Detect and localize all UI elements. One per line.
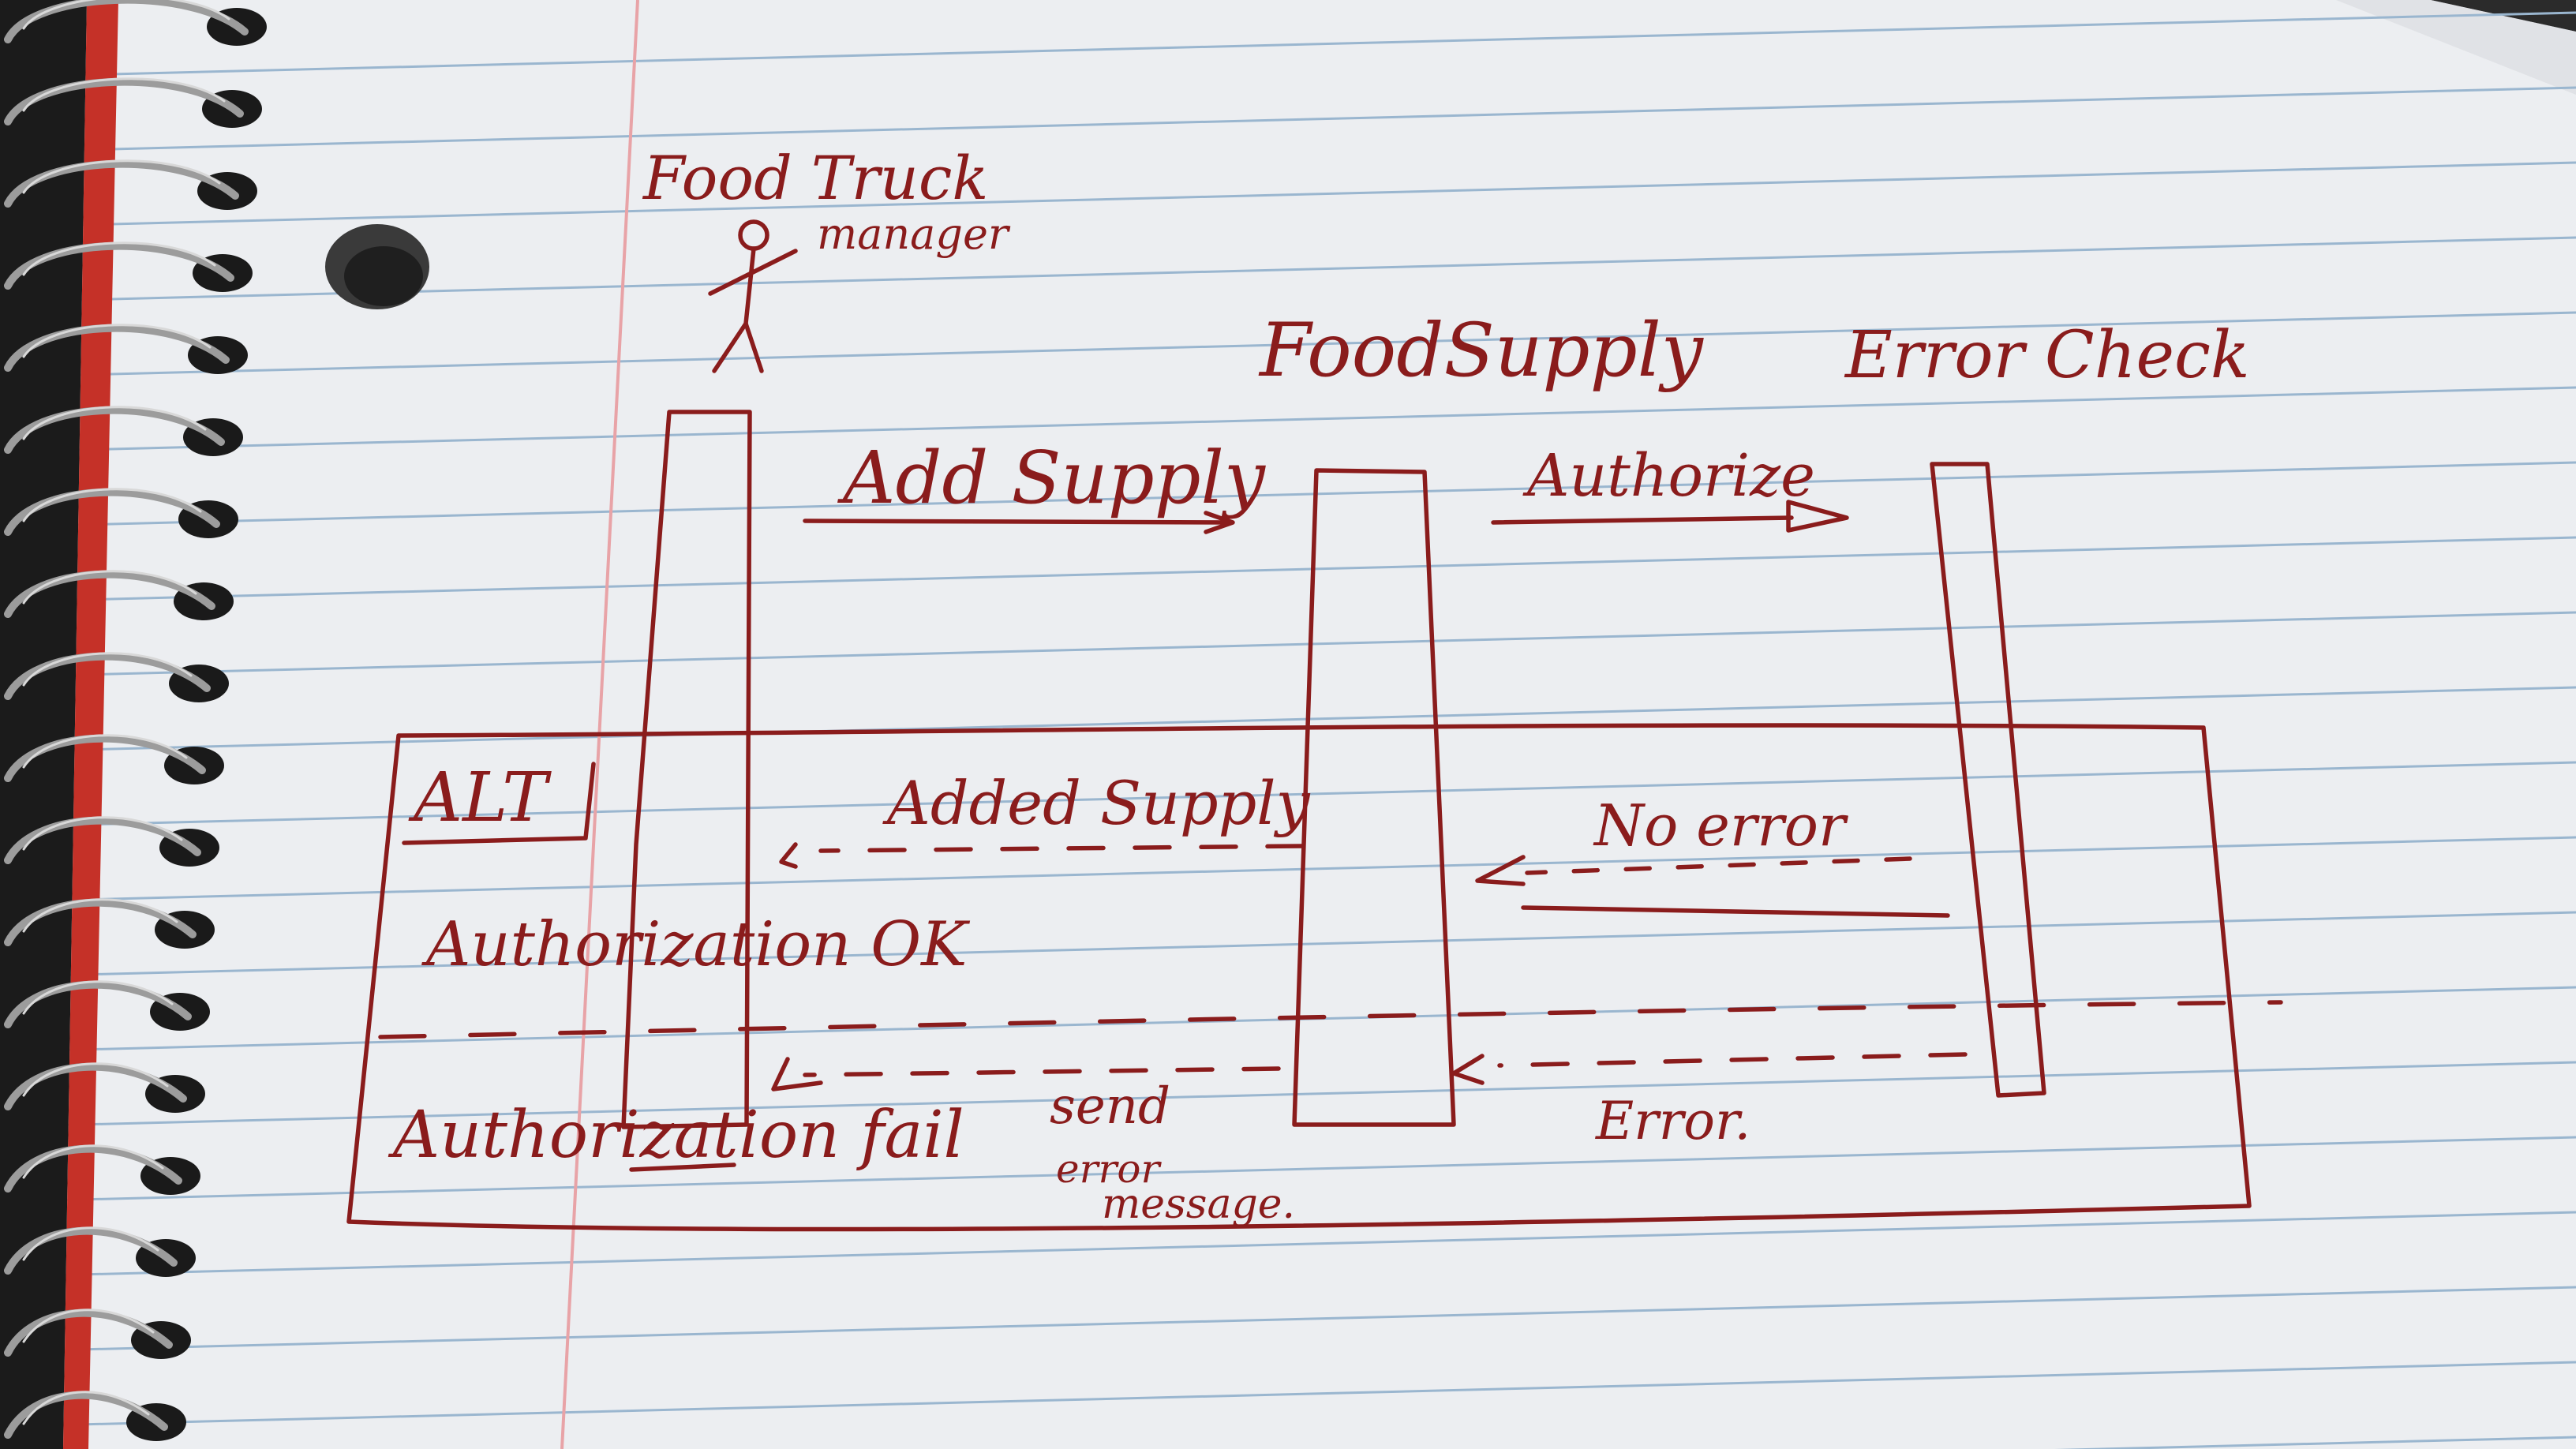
ruled-line [47, 761, 2576, 827]
arrow-no-error-head [1475, 855, 1526, 886]
ruled-line [47, 686, 2576, 752]
spiral-ring [4, 324, 248, 374]
message-add-supply: Add Supply [843, 436, 1265, 520]
message-no-error: No error [1594, 792, 1846, 859]
spiral-ring [4, 77, 262, 128]
arrow-added-supply-head [779, 842, 798, 869]
activation-bar-manager [621, 410, 752, 1129]
spiral-ring [4, 570, 234, 620]
lifeline-foodsupply-label: FoodSupply [1260, 308, 1703, 394]
arrow-authorize-head [1786, 500, 1849, 533]
binding-red-edge [63, 0, 118, 1449]
spiral-ring [4, 406, 243, 456]
ruled-line [47, 836, 2576, 902]
ruled-line [47, 461, 2576, 527]
lifeline-errorcheck-label: Error Check [1845, 318, 2250, 393]
arrow-add-supply [803, 519, 1234, 525]
guard-authorization-ok: Authorization OK [426, 909, 968, 980]
paper-sheet [32, 0, 2576, 1449]
arrow-added-supply [818, 844, 1305, 853]
spiral-ring [4, 898, 215, 949]
spiral-ring [4, 0, 267, 46]
spiral-ring [4, 816, 219, 867]
ruled-line [47, 311, 2576, 377]
note-send: send [1050, 1077, 1170, 1136]
message-error: Error. [1596, 1091, 1751, 1151]
spiral-binding [4, 0, 267, 1441]
spiral-ring [4, 652, 229, 702]
spiral-ring [4, 734, 224, 784]
spiral-ring [4, 1309, 191, 1359]
paper-shadow [2336, 0, 2576, 95]
ruled-line [2054, 1436, 2576, 1449]
message-authorize: Authorize [1527, 442, 1815, 510]
ruled-line [47, 386, 2576, 452]
ruled-line [47, 1211, 2576, 1277]
arrow-error-message [803, 1066, 1281, 1077]
ruled-line [47, 911, 2576, 977]
arrow-error [1497, 1052, 1968, 1068]
ruled-line [47, 1136, 2576, 1202]
margin-line [560, 0, 639, 1449]
stick-figure-icon [708, 219, 798, 373]
ruled-line [47, 236, 2576, 302]
spiral-ring [4, 1062, 205, 1113]
ruled-line [47, 161, 2576, 227]
ruled-line [47, 11, 2576, 77]
lifeline-manager-label-line2: manager [817, 209, 1009, 259]
ink-drawing [346, 219, 2283, 1232]
lifeline-manager-label-line1: Food Truck [643, 143, 989, 213]
ruled-line [47, 1361, 2576, 1427]
alt-fragment-frame [346, 723, 2252, 1232]
activation-bar-errorcheck [1930, 462, 2046, 1098]
note-message: message. [1102, 1181, 1296, 1228]
spiral-ring [4, 159, 257, 210]
spiral-ring [4, 1226, 196, 1277]
arrow-no-error [1525, 856, 1912, 875]
arrow-error-message-head [771, 1057, 823, 1091]
spiral-ring [4, 1391, 186, 1441]
ruled-line [47, 1061, 2576, 1127]
spiral-ring [4, 1144, 200, 1195]
activation-bar-foodsupply [1292, 468, 1456, 1127]
spiral-ring [4, 980, 210, 1031]
fragment-operator: ALT [414, 758, 548, 837]
message-added-supply: Added Supply [887, 768, 1310, 838]
punch-hole-inner [344, 246, 423, 306]
ruled-line [47, 86, 2576, 152]
arrow-authorize [1491, 515, 1794, 525]
strike-through [629, 1163, 736, 1172]
spiral-ring [4, 242, 253, 292]
guard-authorization-fail: Authorization fail [393, 1098, 964, 1173]
arrow-error-head [1451, 1054, 1485, 1085]
no-error-underline [1521, 905, 1950, 918]
ruled-line [47, 1286, 2576, 1352]
spiral-ring [4, 488, 238, 538]
arrow-add-supply-head [1204, 511, 1235, 534]
note-error: error [1056, 1146, 1160, 1192]
alt-operand-separator [378, 1000, 2283, 1039]
alt-label-corner [402, 762, 596, 845]
